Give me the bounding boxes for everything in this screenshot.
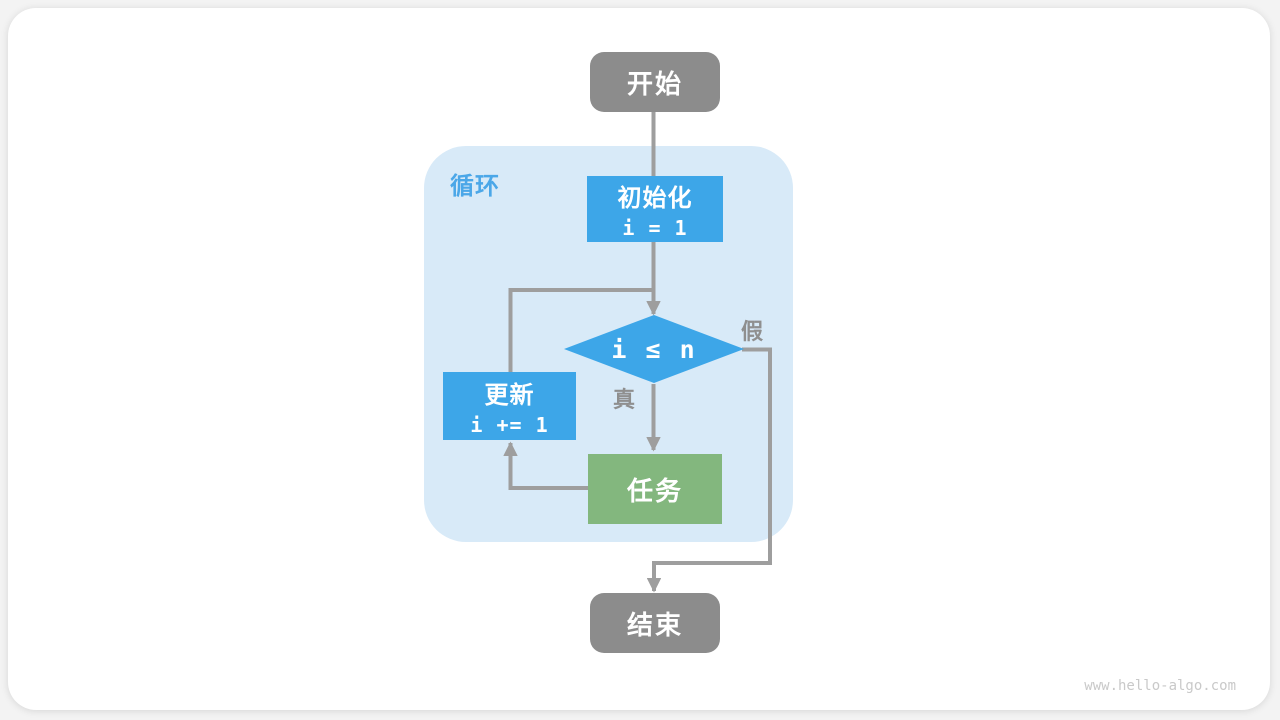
- start-node: 开始: [590, 52, 720, 112]
- end-node: 结束: [590, 593, 720, 653]
- task-node-label: 任务: [626, 475, 683, 506]
- watermark: www.hello-algo.com: [1084, 678, 1236, 694]
- start-node-label: 开始: [626, 68, 683, 99]
- loop-label: 循环: [450, 173, 500, 200]
- init-node-code: i = 1: [622, 216, 688, 240]
- branch-label-true: 真: [613, 387, 636, 412]
- end-node-label: 结束: [626, 609, 683, 640]
- init-node-label: 初始化: [617, 185, 693, 212]
- condition-code: i ≤ n: [611, 334, 697, 364]
- task-node: 任务: [588, 454, 722, 524]
- update-node-code: i += 1: [470, 413, 549, 437]
- branch-label-false: 假: [741, 319, 764, 344]
- update-node: 更新 i += 1: [443, 372, 576, 440]
- update-node-label: 更新: [484, 382, 535, 409]
- init-node: 初始化 i = 1: [587, 176, 723, 242]
